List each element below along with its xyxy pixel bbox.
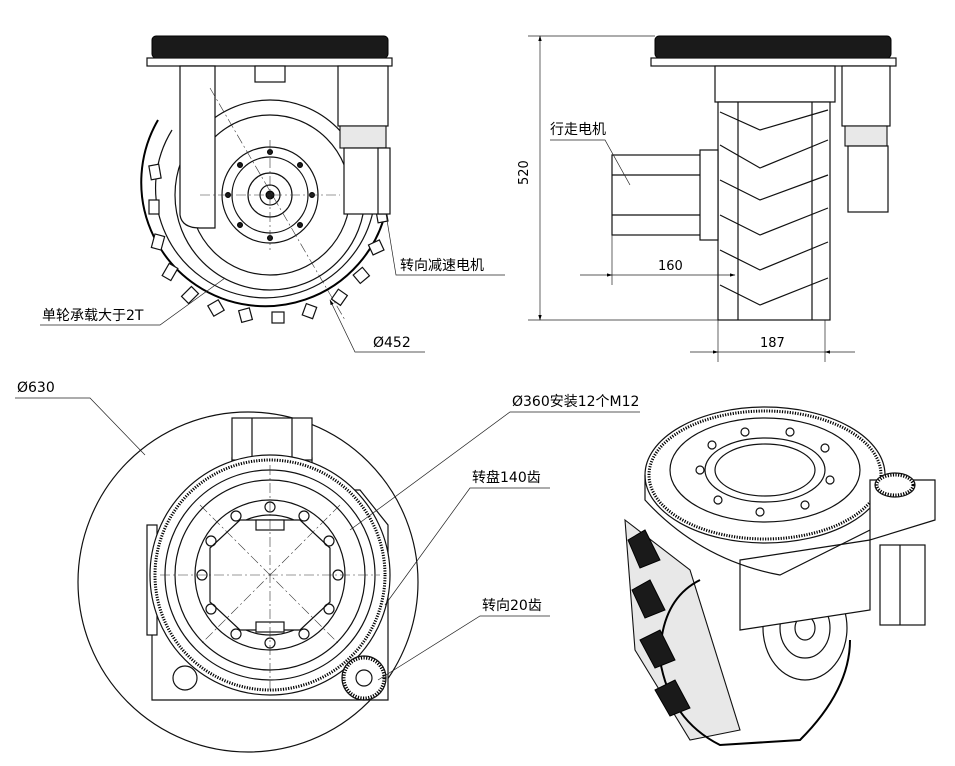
top-mount-label: Ø360安装12个M12: [512, 394, 639, 410]
iso-tire: [624, 518, 741, 741]
front-drive-motor: [611, 154, 703, 236]
top-steer-gear: [342, 656, 386, 700]
front-drive-label: 行走电机: [550, 122, 606, 138]
side-tread-lugs: [148, 163, 389, 324]
top-turntable-label: 转盘140齿: [472, 469, 541, 486]
top-mount-holes: [196, 501, 344, 649]
side-turntable-gear: [151, 35, 389, 59]
side-mount-plate: [146, 57, 393, 67]
side-tire-outline: [140, 119, 391, 308]
side-load-label: 单轮承载大于2T: [42, 308, 144, 324]
side-diameter-leader: [329, 299, 425, 353]
side-steer-motor: [337, 65, 389, 127]
isometric-view: [624, 406, 936, 747]
iso-gear-ring: [647, 409, 883, 541]
top-steer-label: 转向20齿: [482, 598, 542, 614]
side-diameter-label: Ø452: [373, 335, 411, 351]
top-outer-leader: [15, 397, 146, 456]
top-outer-label: Ø630: [17, 380, 55, 396]
front-drive-leader: [550, 139, 631, 186]
front-view: 520 160 187 行走电机: [517, 35, 897, 362]
top-outer-circle: [77, 411, 419, 753]
side-motor-label: 转向减速电机: [400, 258, 484, 274]
front-wheel-label: 187: [760, 336, 785, 351]
side-load-leader: [40, 277, 226, 326]
top-mount-leader: [349, 411, 640, 531]
front-tire: [717, 101, 831, 321]
top-view: Ø630 Ø360安装12个M12 转盘140齿 转向20齿: [15, 380, 640, 753]
side-motor-leader: [385, 213, 505, 276]
top-turntable-leader: [384, 487, 550, 606]
front-height-label: 520: [517, 160, 532, 185]
front-motor-label: 160: [658, 259, 683, 274]
front-turntable-gear: [654, 35, 892, 59]
side-view: 单轮承载大于2T Ø452 转向减速电机: [40, 35, 505, 353]
top-steer-leader: [377, 615, 550, 681]
iso-steer-motor: [879, 544, 926, 626]
